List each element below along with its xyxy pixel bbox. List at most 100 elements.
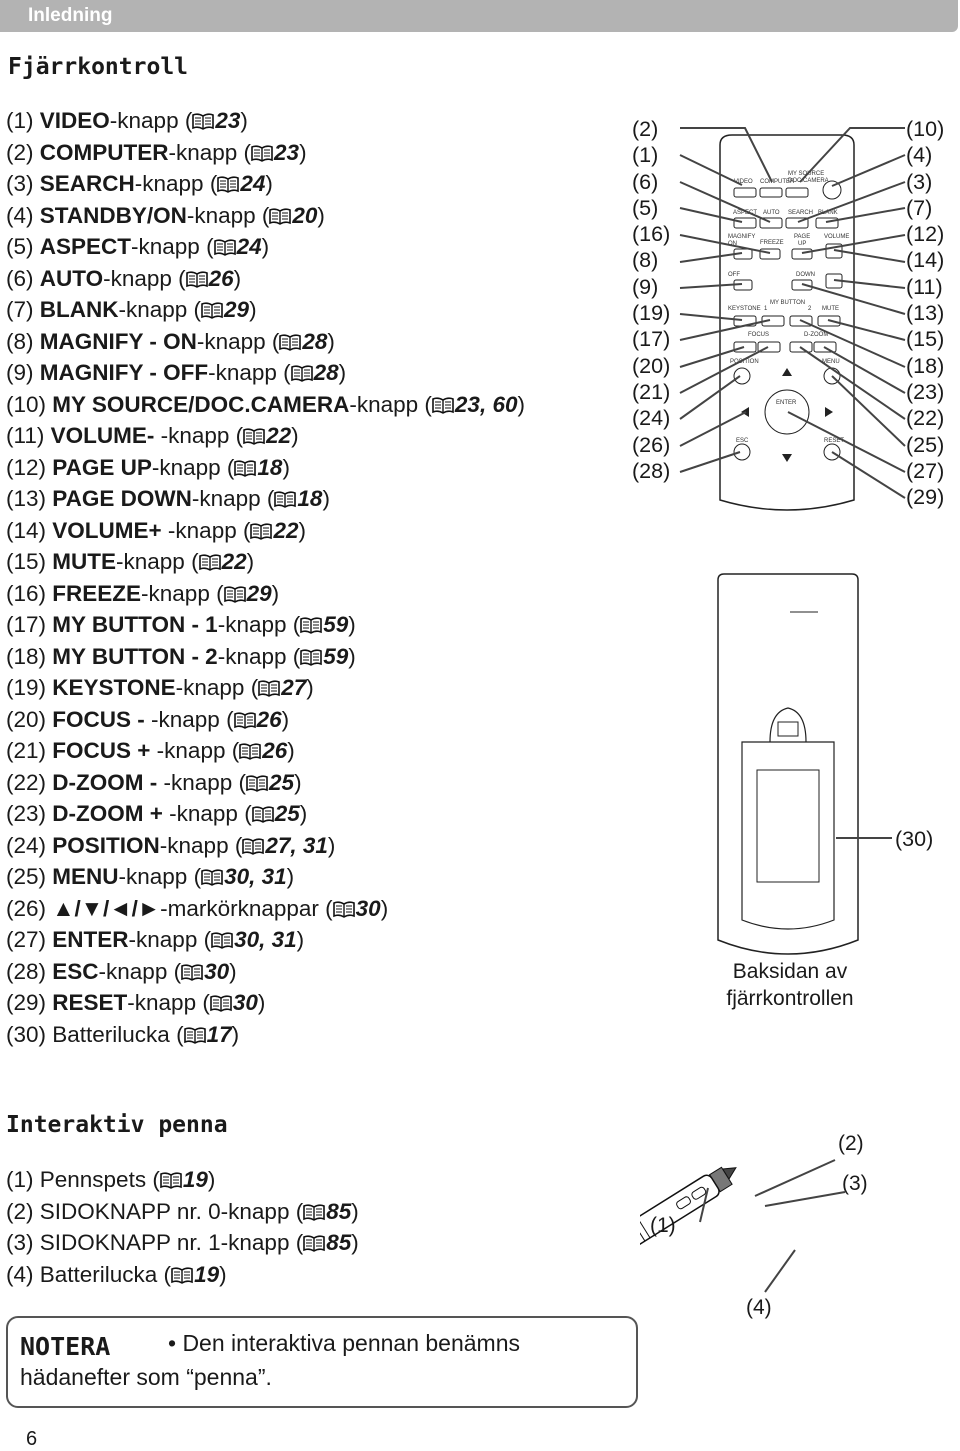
list-item: (23) D-ZOOM + -knapp (25) bbox=[6, 798, 525, 830]
item-name: FOCUS + bbox=[52, 738, 151, 763]
book-icon bbox=[192, 113, 214, 130]
item-number: (28) bbox=[6, 958, 53, 984]
remote-illustration: VIDEO COMPUTER MY SOURCE DOC.CAMERA ASPE… bbox=[679, 127, 906, 955]
item-page-ref: 23 bbox=[215, 108, 241, 133]
item-name: VOLUME+ bbox=[52, 517, 162, 543]
svg-text:MENU: MENU bbox=[822, 359, 840, 365]
book-icon bbox=[252, 806, 274, 823]
item-suffix: -knapp ( bbox=[208, 360, 291, 385]
item-end: ) bbox=[299, 801, 308, 826]
callout-label: (11) bbox=[906, 274, 943, 299]
item-page-ref: 22 bbox=[221, 549, 247, 574]
item-number: (4) bbox=[6, 202, 40, 228]
book-icon bbox=[186, 271, 208, 288]
remote-back-body bbox=[717, 573, 859, 955]
book-icon bbox=[224, 586, 246, 603]
item-page-ref: 27, 31 bbox=[265, 832, 328, 858]
item-name: Batterilucka ( bbox=[39, 1261, 172, 1287]
svg-text:BLANK: BLANK bbox=[818, 210, 838, 216]
list-item: (2) COMPUTER-knapp (23) bbox=[6, 137, 525, 169]
item-suffix: -knapp ( bbox=[127, 990, 210, 1015]
item-number: (22) bbox=[6, 769, 53, 795]
item-name: STANDBY/ON bbox=[39, 202, 187, 228]
list-item: (9) MAGNIFY - OFF-knapp (28) bbox=[6, 357, 525, 389]
item-page-ref: 19 bbox=[194, 1261, 220, 1287]
list-item: (7) BLANK-knapp (29) bbox=[6, 294, 525, 326]
book-icon bbox=[251, 145, 273, 162]
battery-cover bbox=[741, 741, 835, 930]
pen-illustration bbox=[640, 1159, 846, 1293]
item-page-ref: 20 bbox=[292, 202, 318, 228]
book-icon bbox=[269, 208, 291, 225]
item-name: ESC bbox=[52, 958, 99, 984]
remote-callout-lines bbox=[679, 127, 906, 499]
book-icon bbox=[199, 554, 221, 571]
item-number: (8) bbox=[6, 328, 40, 354]
remote-right-callouts: (10)(4)(3)(7)(12)(14)(11)(13)(15)(18)(23… bbox=[906, 116, 944, 510]
item-page-ref: 30, 31 bbox=[224, 864, 287, 889]
list-item: (11) VOLUME- -knapp (22) bbox=[6, 420, 525, 452]
remote-button-list: (1) VIDEO-knapp (23)(2) COMPUTER-knapp (… bbox=[6, 105, 525, 1050]
svg-text:VOLUME: VOLUME bbox=[824, 234, 849, 240]
item-end: ) bbox=[322, 486, 330, 511]
item-number: (3) bbox=[6, 1230, 40, 1255]
callout-label: (26) bbox=[632, 432, 671, 457]
item-suffix: -knapp ( bbox=[134, 171, 218, 196]
callout-label: (28) bbox=[632, 458, 671, 483]
list-item: (20) FOCUS - -knapp (26) bbox=[6, 704, 525, 736]
item-end: ) bbox=[271, 580, 280, 606]
list-item: (25) MENU-knapp (30, 31) bbox=[6, 861, 525, 893]
item-end: ) bbox=[298, 517, 307, 543]
item-suffix: -knapp ( bbox=[128, 927, 212, 952]
pen-callout-1: (1) bbox=[650, 1214, 676, 1237]
item-end: ) bbox=[338, 360, 347, 385]
item-page-ref: 30 bbox=[204, 958, 230, 984]
item-name: AUTO bbox=[39, 265, 104, 291]
svg-text:DOC.CAMERA: DOC.CAMERA bbox=[788, 178, 829, 184]
remote-left-callouts: (2)(1)(6)(5)(16)(8)(9)(19)(17)(20)(21)(2… bbox=[632, 116, 670, 484]
list-item: (4) Batterilucka (19) bbox=[6, 1259, 359, 1291]
item-number: (17) bbox=[6, 612, 53, 637]
item-name: MUTE bbox=[52, 549, 117, 574]
item-suffix: -knapp ( bbox=[349, 391, 432, 417]
item-page-ref: 28 bbox=[302, 328, 328, 354]
item-number: (30) bbox=[6, 1021, 53, 1047]
item-page-ref: 23 bbox=[274, 139, 300, 165]
item-name: Pennspets ( bbox=[39, 1167, 160, 1192]
list-item: (18) MY BUTTON - 2-knapp (59) bbox=[6, 641, 525, 673]
item-end: ) bbox=[327, 328, 335, 354]
callout-label: (25) bbox=[906, 432, 945, 457]
item-end: ) bbox=[291, 423, 299, 448]
book-icon bbox=[258, 680, 280, 697]
item-number: (7) bbox=[6, 297, 40, 322]
item-end: ) bbox=[380, 895, 389, 921]
item-number: (25) bbox=[6, 864, 53, 889]
book-icon bbox=[300, 649, 322, 666]
svg-text:AUTO: AUTO bbox=[763, 210, 780, 216]
list-item: (5) ASPECT-knapp (24) bbox=[6, 231, 525, 263]
item-suffix: -knapp ( bbox=[161, 517, 251, 543]
book-icon bbox=[246, 775, 268, 792]
item-suffix: -knapp ( bbox=[159, 832, 243, 858]
pen-callout-4: (4) bbox=[746, 1296, 772, 1319]
item-name: ▲/▼/◄/► bbox=[52, 895, 161, 921]
callout-label: (14) bbox=[906, 248, 945, 273]
svg-text:PAGE: PAGE bbox=[794, 234, 810, 240]
item-page-ref: 17 bbox=[206, 1021, 232, 1047]
callout-label: (8) bbox=[632, 248, 659, 273]
item-end: ) bbox=[286, 864, 295, 889]
item-end: ) bbox=[233, 265, 242, 291]
item-page-ref: 24 bbox=[236, 234, 262, 259]
item-page-ref: 26 bbox=[208, 265, 234, 291]
item-end: ) bbox=[294, 769, 302, 795]
item-suffix: -knapp ( bbox=[131, 234, 214, 259]
item-number: (9) bbox=[6, 360, 40, 385]
svg-text:COMPUTER: COMPUTER bbox=[760, 179, 795, 185]
item-number: (13) bbox=[6, 486, 53, 511]
callout-label: (20) bbox=[632, 353, 671, 378]
note-text-line2: hädanefter som “penna”. bbox=[20, 1364, 272, 1390]
book-icon bbox=[234, 712, 256, 729]
book-icon bbox=[432, 397, 454, 414]
list-item: (27) ENTER-knapp (30, 31) bbox=[6, 924, 525, 956]
item-page-ref: 25 bbox=[274, 801, 300, 826]
